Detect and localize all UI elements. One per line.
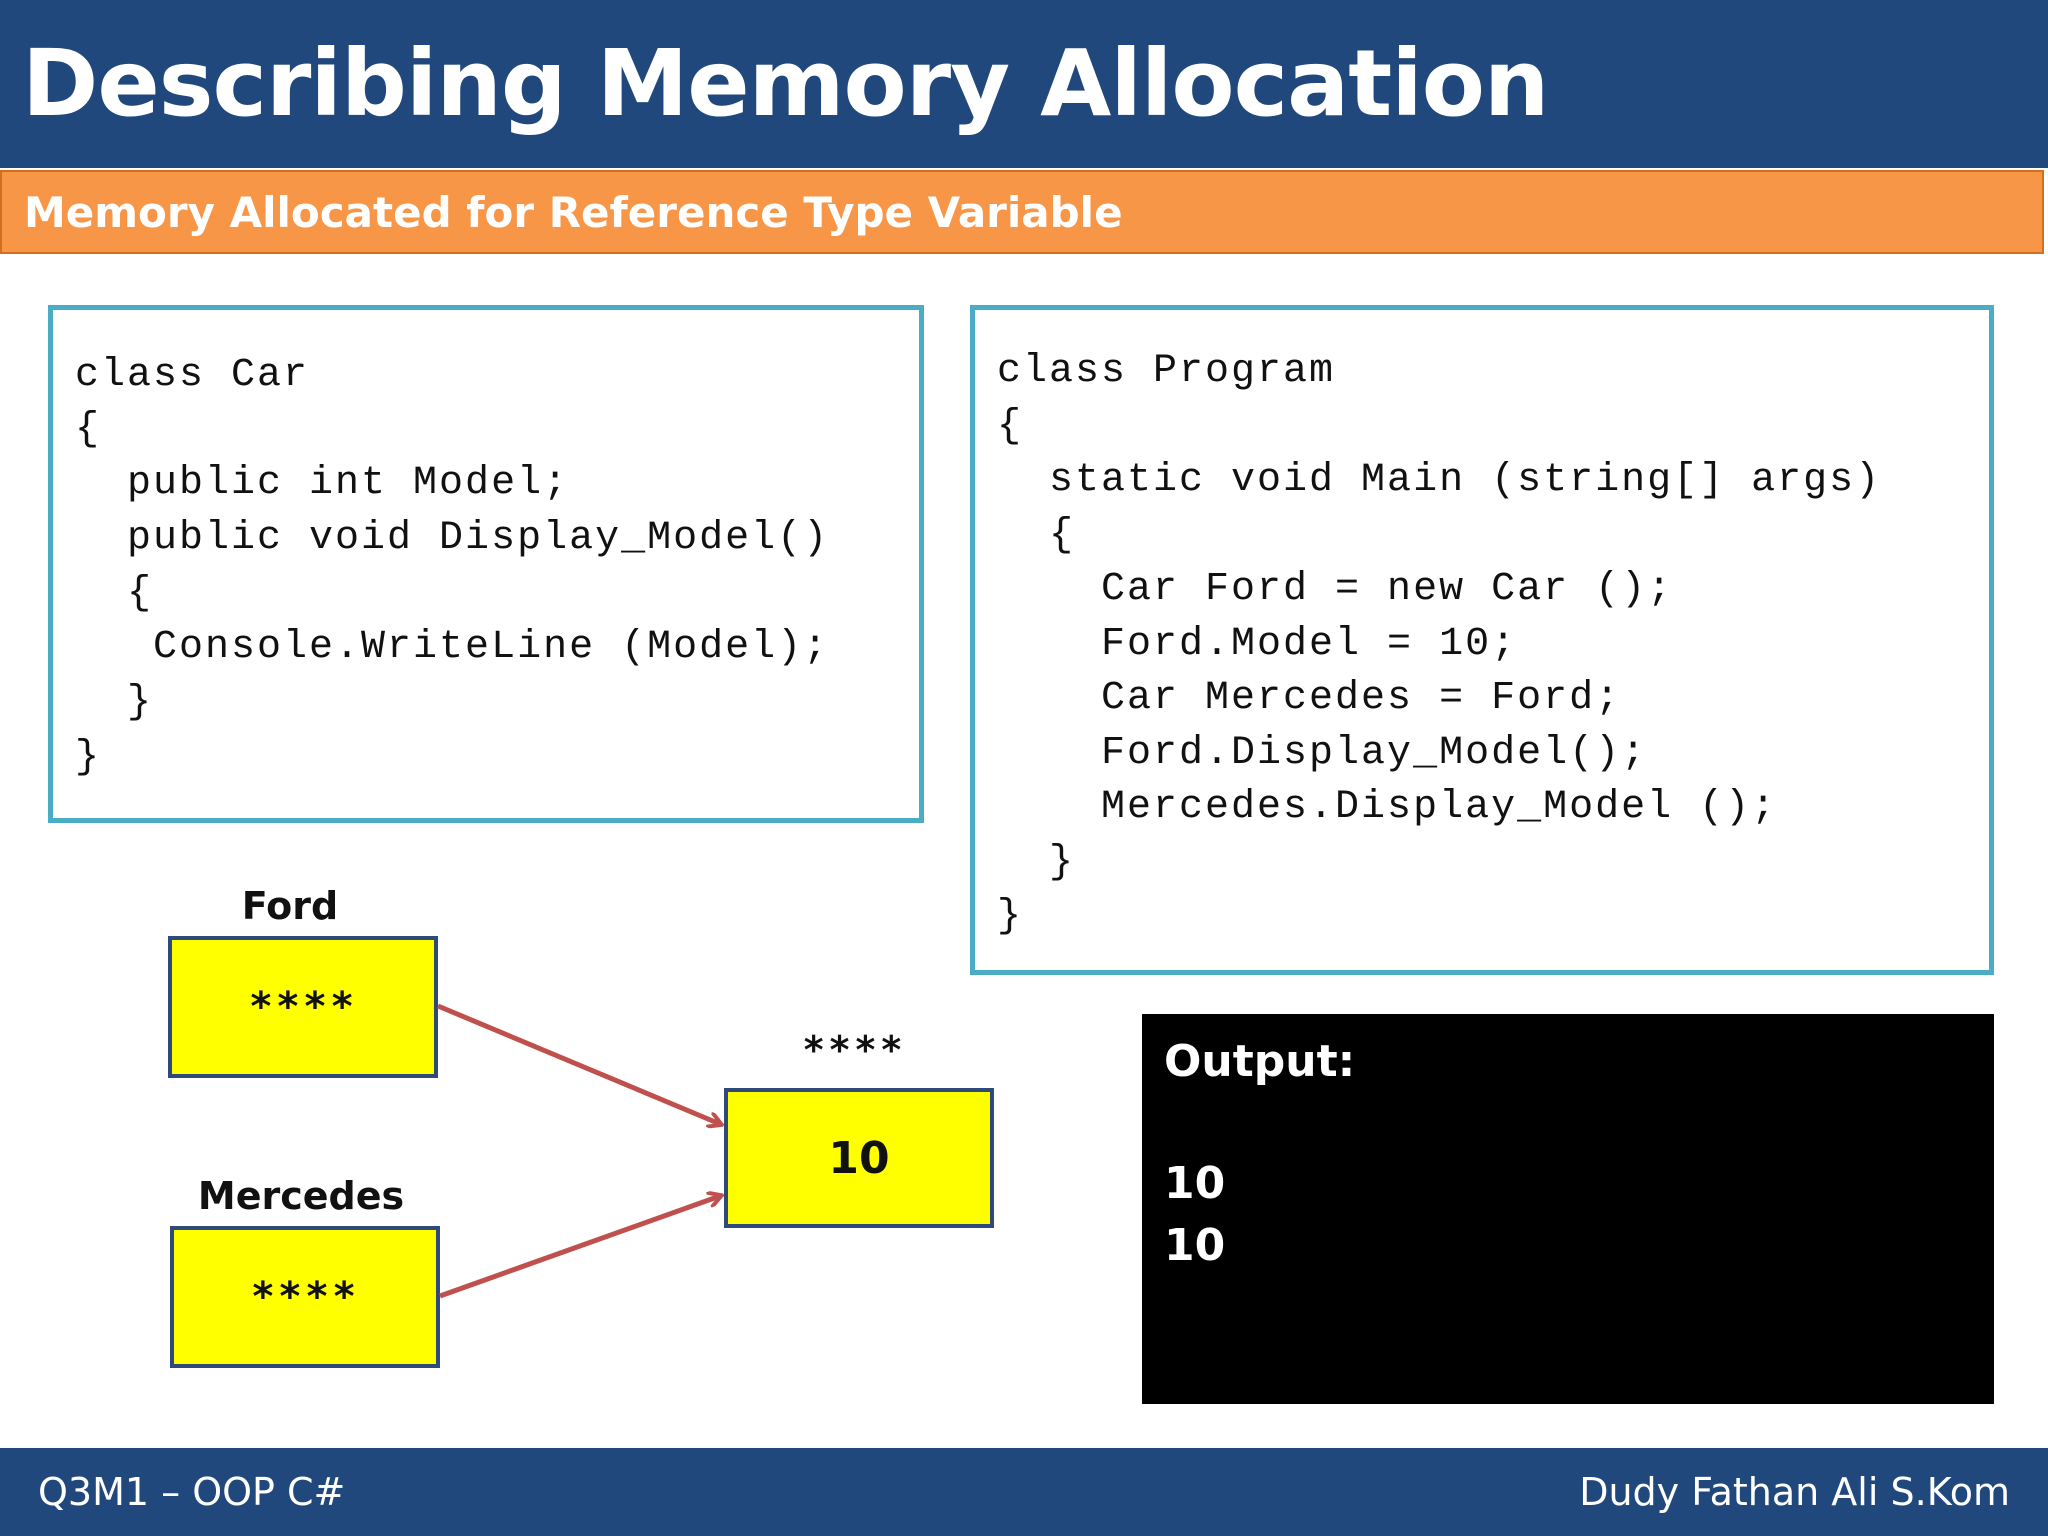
- code-line: }: [75, 680, 154, 725]
- slide-subtitle: Memory Allocated for Reference Type Vari…: [24, 188, 1123, 237]
- output-heading: Output:: [1164, 1036, 1356, 1087]
- output-console: Output: 10 10: [1142, 1014, 1994, 1404]
- code-line: Console.WriteLine (Model);: [75, 625, 830, 670]
- mercedes-reference-value: ****: [250, 1274, 360, 1320]
- mercedes-reference-box: ****: [170, 1226, 440, 1368]
- object-heap-box: 10: [724, 1088, 994, 1228]
- title-bar: Describing Memory Allocation: [0, 0, 2048, 168]
- code-line: public void Display_Model(): [75, 516, 830, 561]
- code-line: }: [997, 894, 1024, 939]
- code-line: class Car: [75, 353, 310, 398]
- subtitle-bar: Memory Allocated for Reference Type Vari…: [0, 170, 2044, 254]
- footer-bar: Q3M1 – OOP C# Dudy Fathan Ali S.Kom: [0, 1448, 2048, 1536]
- code-line: Ford.Display_Model();: [997, 731, 1648, 776]
- ford-reference-value: ****: [248, 984, 358, 1030]
- mercedes-label: Mercedes: [197, 1174, 405, 1218]
- output-line: 10: [1164, 1220, 1226, 1271]
- code-line: Car Mercedes = Ford;: [997, 676, 1622, 721]
- code-line: Ford.Model = 10;: [997, 622, 1518, 667]
- slide-title: Describing Memory Allocation: [22, 30, 1549, 137]
- object-heap-value: 10: [828, 1132, 890, 1184]
- ford-label: Ford: [241, 884, 339, 928]
- output-line: 10: [1164, 1158, 1226, 1209]
- code-line: static void Main (string[] args): [997, 458, 1882, 503]
- footer-course: Q3M1 – OOP C#: [38, 1470, 346, 1514]
- ford-arrow: [437, 1003, 720, 1124]
- code-line: {: [75, 571, 154, 616]
- code-box-car: class Car { public int Model; public voi…: [48, 305, 924, 823]
- code-line: class Program: [997, 349, 1336, 394]
- code-line: Mercedes.Display_Model ();: [997, 785, 1778, 830]
- code-line: }: [997, 840, 1076, 885]
- code-line: {: [997, 513, 1076, 558]
- code-line: }: [75, 735, 102, 780]
- footer-author: Dudy Fathan Ali S.Kom: [1579, 1470, 2010, 1514]
- code-line: Car Ford = new Car ();: [997, 567, 1674, 612]
- mercedes-arrow: [439, 1196, 720, 1299]
- code-line: {: [75, 407, 102, 452]
- object-address-label: ****: [802, 1028, 906, 1072]
- ford-reference-box: ****: [168, 936, 438, 1078]
- code-line: {: [997, 404, 1024, 449]
- code-box-program: class Program { static void Main (string…: [970, 305, 1994, 975]
- code-line: public int Model;: [75, 461, 570, 506]
